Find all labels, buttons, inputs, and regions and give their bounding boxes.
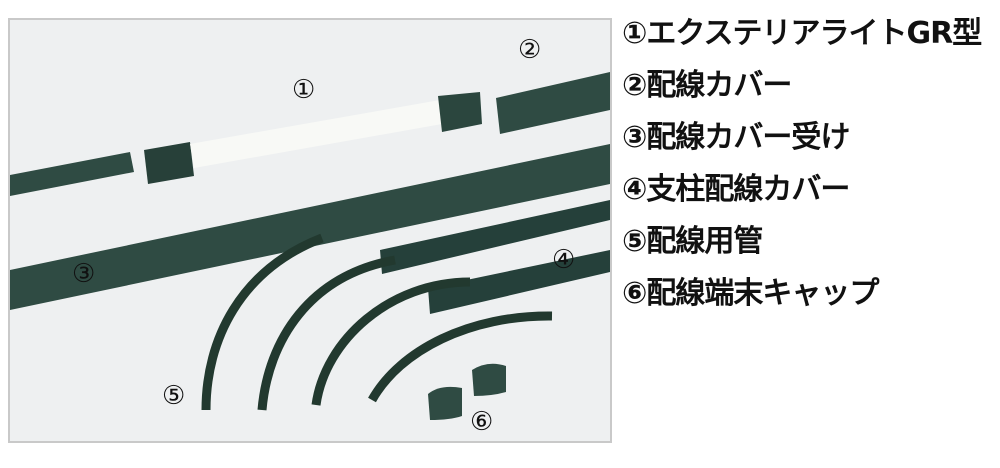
- pipe-3: [311, 277, 471, 406]
- cover-receiver: [10, 144, 610, 310]
- callout-6: ⑥: [470, 407, 493, 437]
- wiring-pipes: [201, 233, 553, 411]
- callout-3: ③: [72, 259, 95, 289]
- legend-item-wiring-cover: ②配線カバー: [622, 68, 792, 103]
- light-end-left: [144, 142, 194, 184]
- wiring-cover-left: [10, 152, 134, 196]
- post-cover-1: [380, 200, 610, 274]
- pipe-1: [201, 233, 324, 411]
- light-diffuser: [190, 100, 442, 168]
- pipe-2: [257, 255, 396, 411]
- wiring-cover-right: [496, 72, 610, 134]
- end-cap-1: [428, 386, 462, 420]
- legend-item-end-cap: ⑥配線端末キャップ: [622, 276, 879, 311]
- legend-item-pipe: ⑤配線用管: [622, 224, 763, 259]
- product-photo: ① ② ③ ④ ⑤ ⑥: [8, 18, 612, 443]
- callout-5: ⑤: [162, 381, 185, 411]
- callout-2: ②: [518, 35, 541, 65]
- legend-item-light: ①エクステリアライトGR型: [622, 16, 982, 51]
- parts-legend: ①エクステリアライトGR型 ②配線カバー ③配線カバー受け ④支柱配線カバー ⑤…: [622, 8, 982, 320]
- callout-4: ④: [552, 245, 575, 275]
- pipe-4: [368, 311, 553, 403]
- post-cover-2: [428, 250, 610, 314]
- callout-1: ①: [292, 75, 315, 105]
- legend-item-cover-receiver: ③配線カバー受け: [622, 120, 850, 155]
- light-end-right: [438, 92, 482, 132]
- parts-illustration: ① ② ③ ④ ⑤ ⑥: [10, 35, 610, 437]
- legend-item-post-cover: ④支柱配線カバー: [622, 172, 850, 207]
- end-cap-2: [472, 363, 506, 396]
